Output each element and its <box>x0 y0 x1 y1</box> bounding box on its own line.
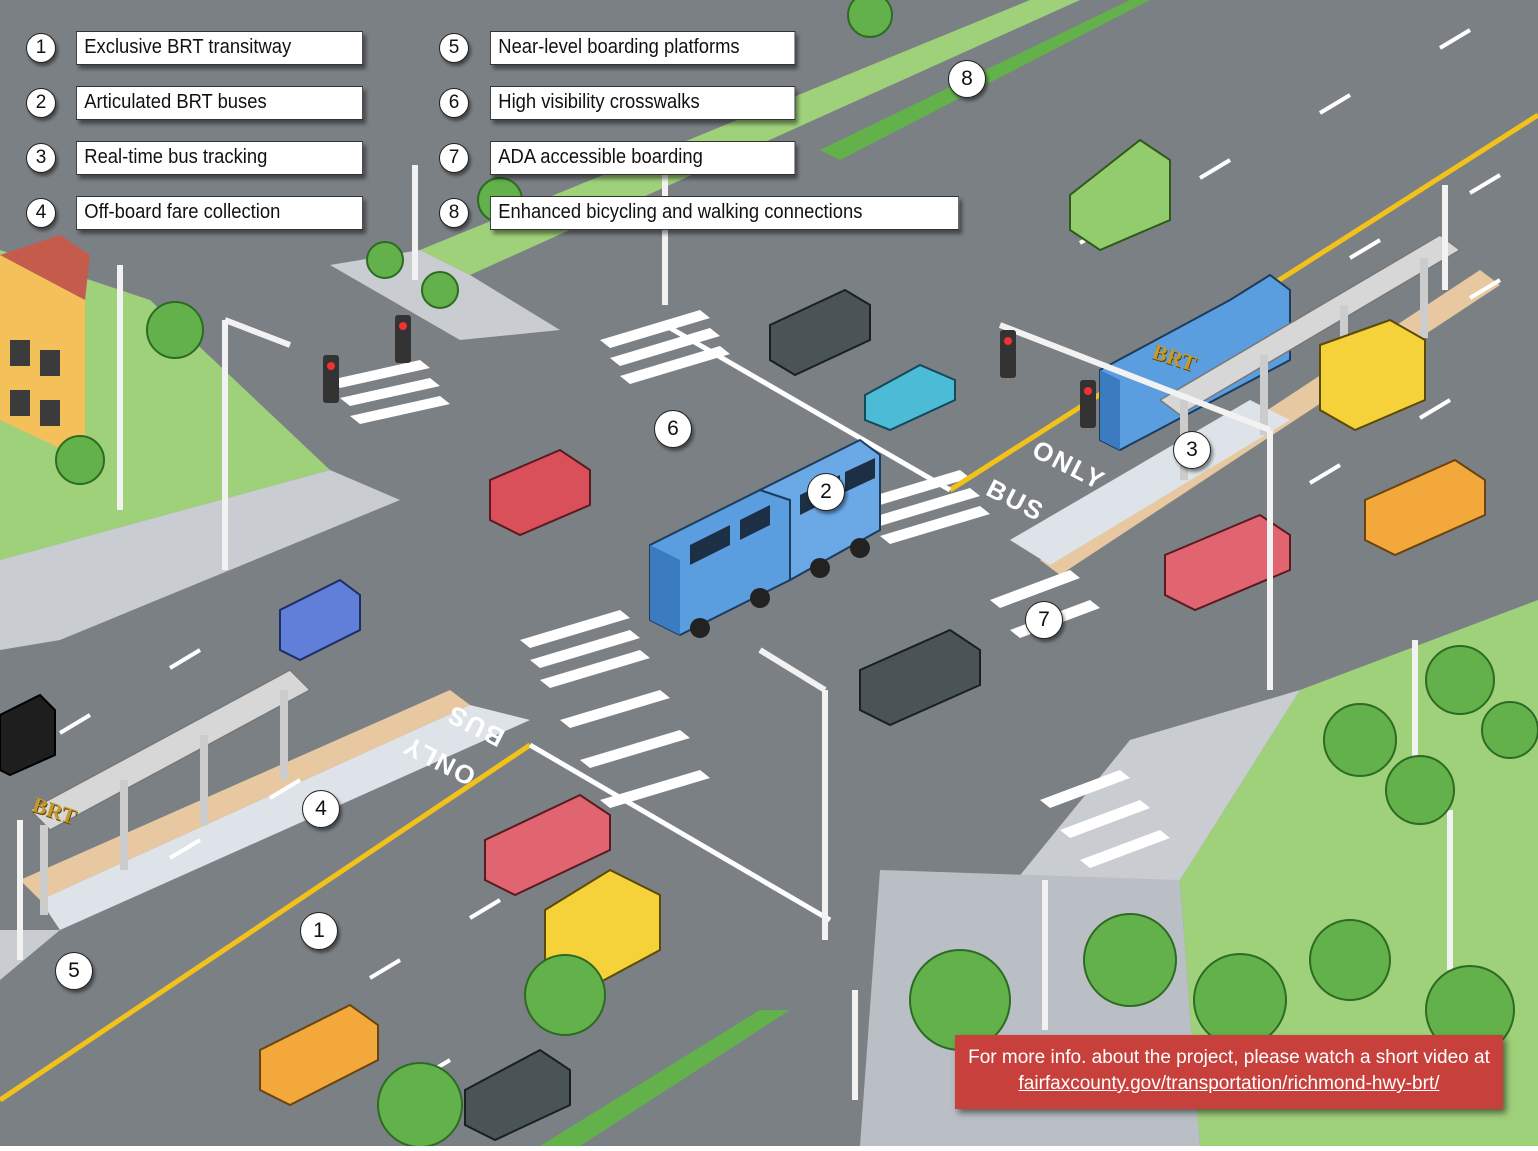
callout-8: 8 <box>948 60 986 98</box>
crosswalk-stripes <box>330 310 1170 868</box>
legend-number-5: 5 <box>439 33 469 63</box>
info-banner-text: For more info. about the project, please… <box>968 1047 1490 1068</box>
legend-label-6: High visibility crosswalks <box>490 86 796 120</box>
sidewalk-upper-left <box>0 470 400 650</box>
callout-4: 4 <box>302 790 340 828</box>
project-video-link[interactable]: fairfaxcounty.gov/transportation/richmon… <box>1018 1073 1440 1094</box>
legend-label-8: Enhanced bicycling and walking connectio… <box>490 196 960 230</box>
legend-number-8: 8 <box>439 198 469 228</box>
legend-number-6: 6 <box>439 88 469 118</box>
info-banner: For more info. about the project, please… <box>955 1035 1503 1109</box>
legend-label-3: Real-time bus tracking <box>76 141 364 175</box>
sidewalk-lower-right <box>1000 690 1300 900</box>
legend-number-7: 7 <box>439 143 469 173</box>
legend-label-2: Articulated BRT buses <box>76 86 364 120</box>
callout-5: 5 <box>55 952 93 990</box>
center-line-lower <box>0 742 532 1103</box>
ramp-upper-right <box>1010 400 1290 565</box>
legend-label-5: Near-level boarding platforms <box>490 31 796 65</box>
trees <box>55 0 1538 1148</box>
callout-3: 3 <box>1173 431 1211 469</box>
callout-1: 1 <box>300 912 338 950</box>
signal-poles <box>17 165 1453 1100</box>
legend-label-7: ADA accessible boarding <box>490 141 796 175</box>
station-canopy-lower <box>28 669 312 915</box>
platform-edge-lower-left <box>40 705 530 930</box>
building-roof <box>0 235 90 300</box>
legend-label-4: Off-board fare collection <box>76 196 364 230</box>
legend-number-3: 3 <box>26 143 56 173</box>
traffic-lights <box>323 315 1096 428</box>
callout-7: 7 <box>1025 601 1063 639</box>
legend-label-1: Exclusive BRT transitway <box>76 31 364 65</box>
callout-6: 6 <box>654 410 692 448</box>
vehicles <box>0 138 1486 1142</box>
platform-lower-left <box>20 690 470 900</box>
callout-2: 2 <box>807 473 845 511</box>
legend-number-1: 1 <box>26 33 56 63</box>
legend-number-2: 2 <box>26 88 56 118</box>
legend-number-4: 4 <box>26 198 56 228</box>
